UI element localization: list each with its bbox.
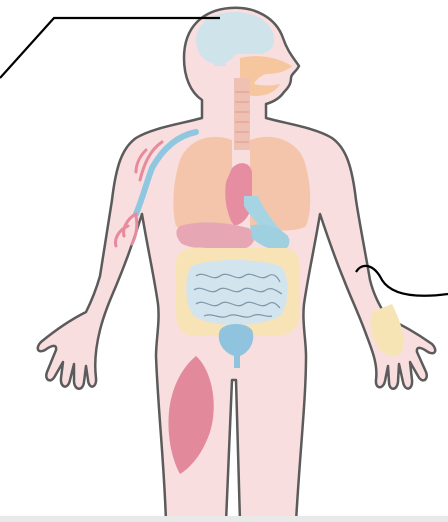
intestine-folds (193, 273, 283, 318)
brainstem-icon (214, 50, 226, 66)
hand-tissue-icon (370, 304, 404, 356)
heart-icon (225, 163, 252, 226)
bladder-icon (218, 324, 254, 368)
trachea-rings (235, 91, 249, 143)
leader-line-arm (355, 264, 448, 297)
intestines-icon (186, 260, 288, 325)
bottom-edge-strip (0, 516, 448, 522)
blood-vessel-icon (133, 129, 199, 217)
muscle-icon (168, 356, 214, 474)
stomach-icon (250, 224, 290, 251)
nasal-cavity-icon (240, 56, 292, 96)
liver-icon (176, 222, 255, 251)
artery-icon (114, 140, 164, 248)
trachea-icon (234, 78, 250, 150)
lungs-icon (173, 136, 311, 231)
leader-line-brain (0, 16, 220, 79)
